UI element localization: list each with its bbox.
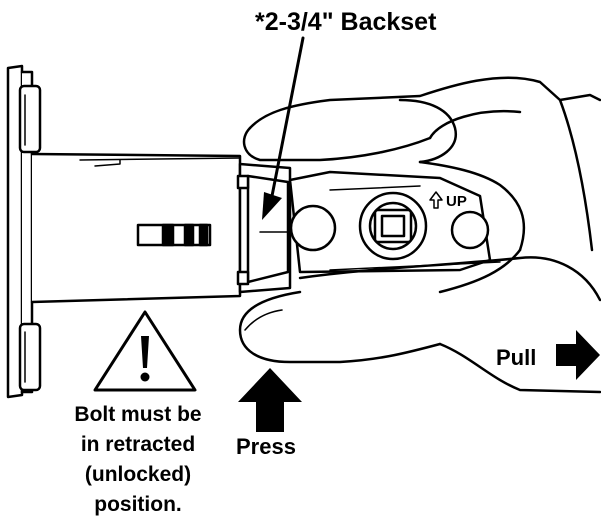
- arrow-up-small-icon: [429, 191, 443, 209]
- lower-thumb: [238, 256, 601, 394]
- press-label: Press: [236, 434, 296, 459]
- backset-arrowhead-icon: [262, 192, 282, 220]
- warning-triangle-icon: [93, 310, 197, 392]
- warning-line: (unlocked): [84, 463, 192, 486]
- bolt-warning-note: Bolt must be in retracted (unlocked) pos…: [48, 400, 228, 520]
- backset-pointer: [270, 36, 305, 198]
- latch-body: [30, 152, 242, 304]
- warning-line: position.: [94, 493, 182, 516]
- upper-hand: [242, 76, 601, 294]
- arrow-up-icon: [238, 368, 302, 432]
- latch-collar: [236, 162, 292, 294]
- warning-line: Bolt must be: [74, 403, 202, 426]
- arrow-right-icon: [556, 330, 600, 380]
- up-stamp: UP: [446, 193, 467, 210]
- backset-label: *2-3/4" Backset: [255, 8, 437, 36]
- latch-housing: [288, 170, 492, 274]
- pull-label: Pull: [496, 345, 537, 370]
- warning-line: in retracted: [80, 433, 196, 456]
- latch-faceplate: [6, 64, 42, 399]
